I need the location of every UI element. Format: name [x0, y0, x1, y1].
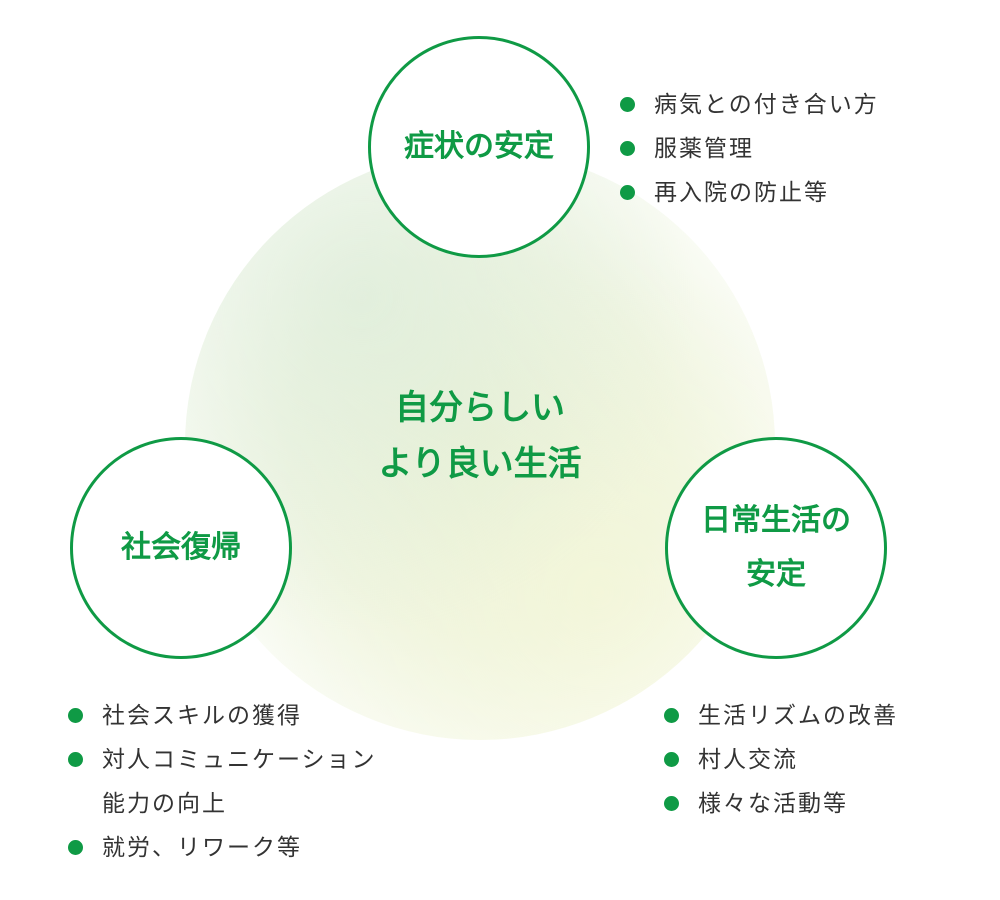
- node-label: 日常生活の安定: [701, 503, 851, 592]
- node-daily-life-stability: 日常生活の安定: [665, 437, 887, 659]
- list-item: 再入院の防止等: [620, 171, 879, 215]
- center-label: 自分らしい より良い生活: [330, 380, 630, 492]
- node-social-return: 社会復帰: [70, 437, 292, 659]
- right-list: 生活リズムの改善 村人交流 様々な活動等: [664, 694, 898, 826]
- list-item: 就労、リワーク等: [68, 826, 377, 870]
- bullet-icon: [620, 185, 635, 200]
- bullet-icon: [68, 752, 83, 767]
- list-item: 対人コミュニケーション能力の向上: [68, 738, 377, 826]
- left-list: 社会スキルの獲得 対人コミュニケーション能力の向上 就労、リワーク等: [68, 694, 377, 870]
- list-item: 村人交流: [664, 738, 898, 782]
- node-symptom-stability: 症状の安定: [368, 36, 590, 258]
- list-item: 生活リズムの改善: [664, 694, 898, 738]
- top-list: 病気との付き合い方 服薬管理 再入院の防止等: [620, 83, 879, 215]
- bullet-icon: [620, 141, 635, 156]
- bullet-icon: [664, 752, 679, 767]
- list-item: 社会スキルの獲得: [68, 694, 377, 738]
- bullet-icon: [664, 708, 679, 723]
- list-item: 服薬管理: [620, 127, 879, 171]
- list-item: 病気との付き合い方: [620, 83, 879, 127]
- bullet-icon: [664, 796, 679, 811]
- node-label: 症状の安定: [404, 129, 554, 164]
- center-line-2: より良い生活: [378, 444, 582, 484]
- center-line-1: 自分らしい: [395, 388, 565, 428]
- bullet-icon: [68, 840, 83, 855]
- node-label: 社会復帰: [121, 530, 241, 565]
- bullet-icon: [68, 708, 83, 723]
- bullet-icon: [620, 97, 635, 112]
- list-item: 様々な活動等: [664, 782, 898, 826]
